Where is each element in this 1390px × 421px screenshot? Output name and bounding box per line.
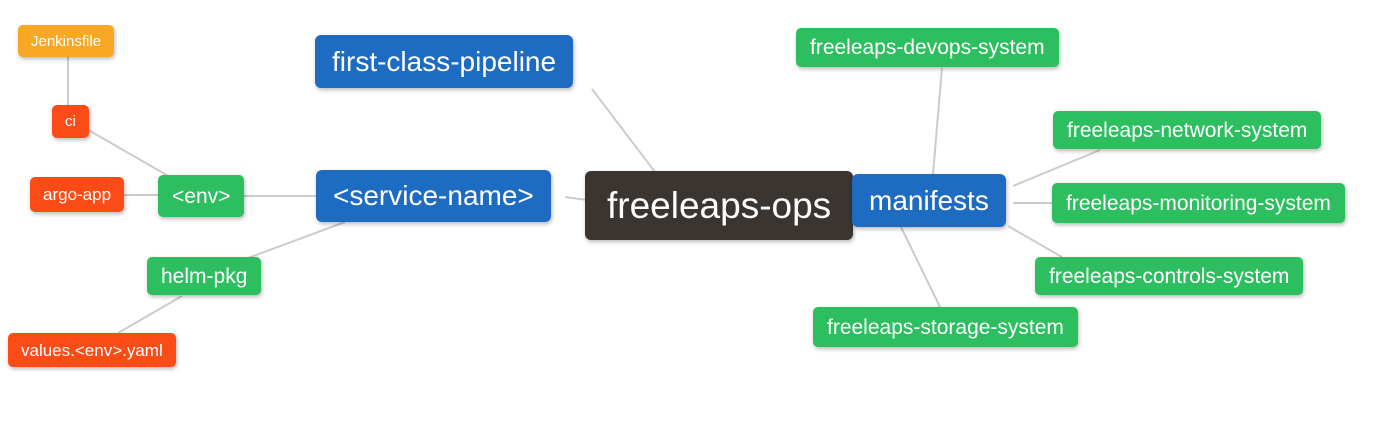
node-freeleaps-monitoring-system[interactable]: freeleaps-monitoring-system (1052, 183, 1345, 223)
node-service-name[interactable]: <service-name> (316, 170, 551, 222)
node-values-env-yaml[interactable]: values.<env>.yaml (8, 333, 176, 367)
edge-service-name-helm-pkg (247, 221, 346, 259)
edge-service-name-root (564, 196, 588, 201)
node-ci[interactable]: ci (52, 105, 89, 138)
edge-ci-env (84, 127, 171, 178)
node-freeleaps-network-system[interactable]: freeleaps-network-system (1053, 111, 1322, 149)
node-freeleaps-devops-system[interactable]: freeleaps-devops-system (796, 28, 1059, 67)
node-freeleaps-ops-root[interactable]: freeleaps-ops (585, 171, 854, 240)
edge-manifests-storage (900, 226, 941, 308)
edge-manifests-devops (932, 67, 943, 175)
node-env[interactable]: <env> (158, 175, 245, 217)
node-freeleaps-controls-system[interactable]: freeleaps-controls-system (1035, 257, 1304, 295)
edge-fcp-root (591, 88, 656, 173)
node-manifests[interactable]: manifests (852, 174, 1006, 227)
node-jenkinsfile[interactable]: Jenkinsfile (18, 25, 115, 57)
node-first-class-pipeline[interactable]: first-class-pipeline (315, 35, 574, 88)
node-argo-app[interactable]: argo-app (30, 177, 125, 212)
edge-manifests-network (1012, 149, 1101, 187)
edge-values-helm-pkg (117, 295, 183, 334)
node-helm-pkg[interactable]: helm-pkg (147, 257, 262, 295)
node-freeleaps-storage-system[interactable]: freeleaps-storage-system (813, 307, 1078, 347)
edge-manifests-controls (1007, 225, 1063, 258)
